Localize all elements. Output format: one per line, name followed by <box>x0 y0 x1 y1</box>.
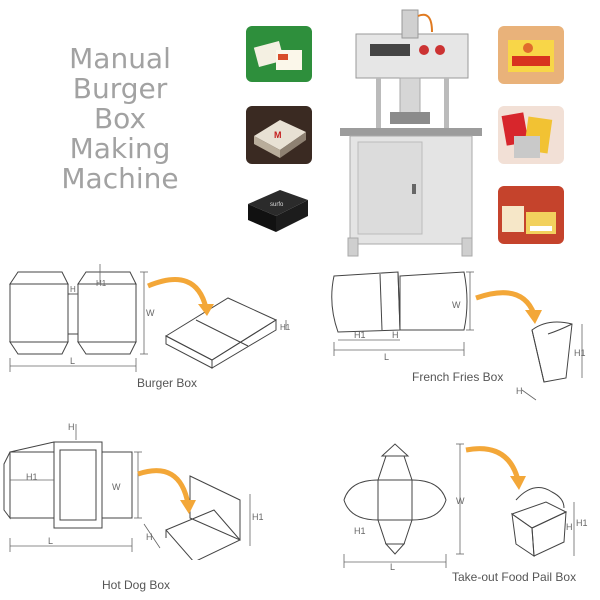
photo-printed-box-top <box>498 26 564 84</box>
dim-fries-w: W <box>452 300 461 310</box>
photo-burger-boxes-green <box>246 26 312 82</box>
machine-illustration <box>340 9 482 257</box>
title-line: Burger <box>72 72 168 105</box>
burger-box-diagram: L W H H1 H1 <box>9 264 291 372</box>
dim-fries-box-h1: H1 <box>574 348 586 358</box>
page-title: Manual Burger Box Making Machine <box>40 44 200 194</box>
dim-burger-w: W <box>146 308 155 318</box>
caption-hot-dog-box: Hot Dog Box <box>102 578 171 592</box>
svg-text:surfo: surfo <box>270 202 284 208</box>
dim-burger-box-h1: H1 <box>280 323 291 332</box>
caption-french-fries-box: French Fries Box <box>412 370 504 384</box>
dim-fries-h: H <box>392 330 399 340</box>
dim-hotdog-box-h: H <box>146 532 153 542</box>
dim-hotdog-l: L <box>48 536 53 546</box>
dim-pail-l: L <box>390 562 395 572</box>
title-line: Box <box>93 102 147 135</box>
dim-pail-box-h: H <box>566 522 573 532</box>
photo-burger-box-logo: M <box>246 106 312 164</box>
french-fries-box-diagram: W H1 H L H1 H <box>331 271 586 401</box>
dim-hotdog-h: H <box>68 422 75 432</box>
caption-burger-box: Burger Box <box>137 376 198 390</box>
take-out-food-pail-box-diagram: W H1 L H H1 <box>343 443 588 572</box>
caption-take-out-food-pail-box: Take-out Food Pail Box <box>452 570 577 584</box>
dim-pail-box-h1: H1 <box>576 518 588 528</box>
dim-pail-w: W <box>456 496 465 506</box>
dim-hotdog-h1: H1 <box>26 472 38 482</box>
dim-hotdog-box-h1: H1 <box>252 512 264 522</box>
photo-food-boxes <box>498 186 564 244</box>
svg-text:M: M <box>274 130 282 140</box>
photo-black-burger-box: surfo <box>244 182 312 238</box>
title-line: Machine <box>61 162 179 195</box>
dim-burger-h1: H1 <box>96 279 107 288</box>
dim-hotdog-w: W <box>112 482 121 492</box>
title-line: Making <box>69 132 171 165</box>
dim-pail-h1: H1 <box>354 526 366 536</box>
dim-burger-h: H <box>70 285 76 294</box>
hot-dog-box-diagram: H1 H W L H1 H <box>3 422 264 560</box>
photo-fries-boxes <box>498 106 564 164</box>
title-line: Manual <box>69 42 171 75</box>
dim-fries-h1: H1 <box>354 330 366 340</box>
dim-fries-box-h: H <box>516 386 523 396</box>
dim-burger-l: L <box>70 356 75 366</box>
dim-fries-l: L <box>384 352 389 362</box>
